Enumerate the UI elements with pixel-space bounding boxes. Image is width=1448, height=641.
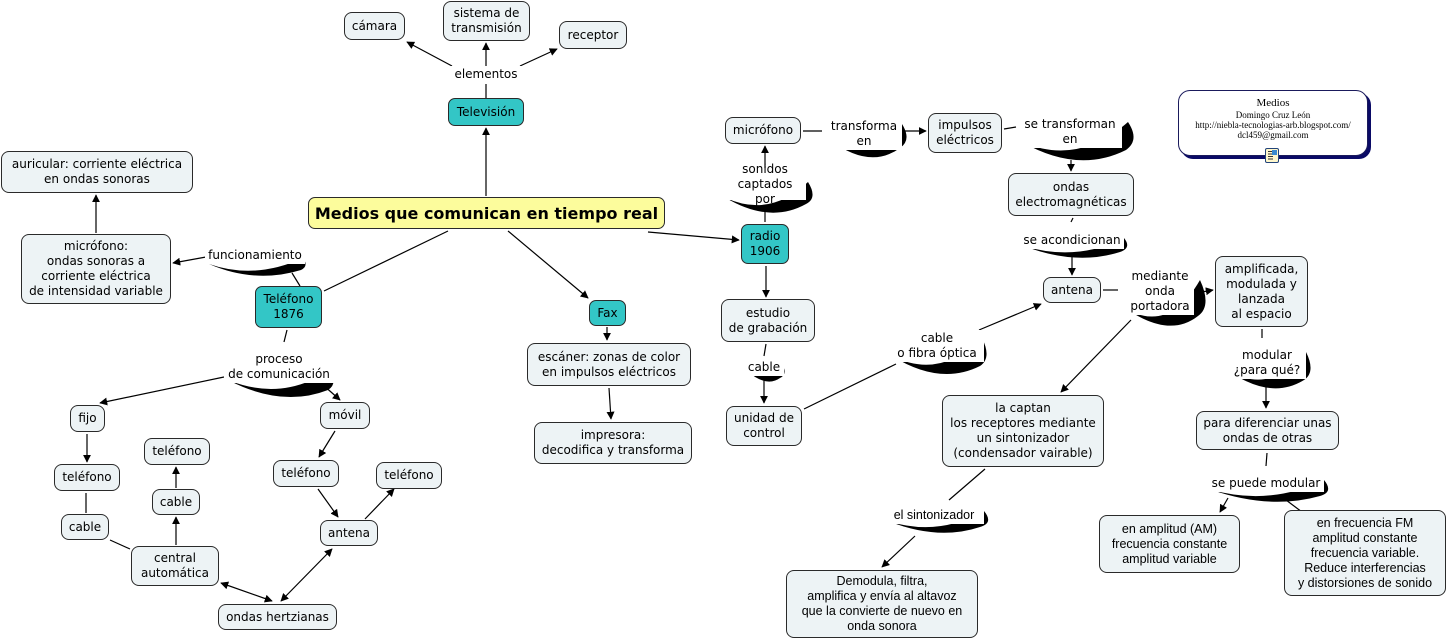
edge-cablefibra-antena bbox=[978, 303, 1042, 331]
concept-receptor[interactable]: receptor bbox=[559, 21, 627, 49]
edge-elementos-receptor bbox=[519, 48, 558, 67]
concept-amplitud-am[interactable]: en amplitud (AM) frecuencia constante am… bbox=[1099, 515, 1240, 573]
concept-microfono-radio[interactable]: micrófono bbox=[725, 117, 801, 144]
concept-antena-radio[interactable]: antena bbox=[1043, 277, 1101, 303]
concept-amplificada[interactable]: amplificada, modulada y lanzada al espac… bbox=[1215, 256, 1308, 327]
edge-main-fax bbox=[507, 230, 589, 299]
main-concept[interactable]: Medios que comunican en tiempo real bbox=[308, 197, 665, 229]
edge-escaner-impresora bbox=[606, 387, 615, 420]
concept-telefono-movil[interactable]: teléfono bbox=[273, 460, 339, 487]
concept-la-captan[interactable]: la captan los receptores mediante un sin… bbox=[942, 395, 1104, 467]
info-url[interactable]: http://niebla-tecnologias-arb.blogspot.c… bbox=[1195, 120, 1351, 130]
edge-telefono-funcionamiento bbox=[291, 272, 301, 287]
edge-main-telefono bbox=[323, 230, 449, 292]
edge-diferenciar-sepuede bbox=[1265, 452, 1268, 467]
concept-telefono-1876[interactable]: Teléfono 1876 bbox=[255, 286, 322, 328]
edge-proceso-movil bbox=[321, 383, 341, 401]
concept-ondas-electromagneticas[interactable]: ondas electromagnéticas bbox=[1008, 173, 1134, 216]
edge-proceso-fijo bbox=[99, 376, 225, 406]
edge-mediante-amplificada bbox=[1195, 287, 1214, 296]
link-se-transforman-en[interactable]: se transforman en bbox=[1018, 116, 1122, 148]
link-cable-fibra-optica[interactable]: cable o fibra óptica bbox=[890, 330, 984, 362]
link-proceso-comunicacion[interactable]: proceso de comunicación bbox=[224, 351, 334, 383]
concept-auricular[interactable]: auricular: corriente eléctrica en ondas … bbox=[1, 151, 193, 193]
link-sonidos-captados[interactable]: sonidos captados por bbox=[724, 162, 806, 206]
concept-telefono-antena[interactable]: teléfono bbox=[376, 462, 442, 489]
edge-telefono-proceso bbox=[283, 329, 288, 343]
concept-estudio-grabacion[interactable]: estudio de grabación bbox=[721, 299, 815, 342]
link-transforma-en[interactable]: transforma en bbox=[826, 118, 902, 150]
concept-telefono-fijo[interactable]: teléfono bbox=[54, 464, 120, 491]
concept-unidad-control[interactable]: unidad de control bbox=[726, 406, 802, 446]
edge-impulsos-setransforman bbox=[1003, 126, 1017, 130]
concept-sistema-transmision[interactable]: sistema de transmisión bbox=[443, 1, 530, 41]
edge-main-radio bbox=[647, 231, 740, 244]
link-el-sintonizador[interactable]: el sintonizador bbox=[884, 507, 984, 524]
concept-fax[interactable]: Fax bbox=[589, 300, 626, 326]
edge-cable-central bbox=[109, 539, 131, 550]
concept-television[interactable]: Televisión bbox=[448, 98, 524, 126]
edge-central-ondas bbox=[220, 581, 273, 603]
concept-movil[interactable]: móvil bbox=[320, 402, 370, 429]
concept-antena-movil[interactable]: antena bbox=[320, 520, 378, 546]
concept-ondas-hertzianas[interactable]: ondas hertzianas bbox=[218, 604, 337, 630]
edge-ondas-acondicionan bbox=[1070, 217, 1074, 223]
edge-estudio-cable bbox=[763, 343, 767, 357]
link-modular-para-que[interactable]: modular ¿para qué? bbox=[1228, 347, 1306, 379]
concept-radio-1906[interactable]: radio 1906 bbox=[741, 224, 789, 264]
concept-impulsos-electricos[interactable]: impulsos eléctricos bbox=[928, 113, 1002, 153]
edge-sintonizador-demodula bbox=[881, 535, 916, 568]
info-author: Domingo Cruz León bbox=[1235, 110, 1311, 120]
resource-document-icon[interactable] bbox=[1265, 148, 1279, 163]
edge-funcionamiento-microfono bbox=[172, 256, 207, 266]
concept-demodula[interactable]: Demodula, filtra, amplifica y envía al a… bbox=[786, 570, 978, 638]
concept-central-automatica[interactable]: central automática bbox=[131, 546, 219, 586]
info-email[interactable]: dcl459@gmail.com bbox=[1237, 130, 1309, 140]
info-title: Medios bbox=[1256, 97, 1290, 109]
link-se-puede-modular[interactable]: se puede modular bbox=[1208, 475, 1324, 492]
edge-antena-ondas bbox=[280, 548, 333, 602]
info-card: Medios Domingo Cruz León http://niebla-t… bbox=[1178, 90, 1368, 156]
concept-diferenciar[interactable]: para diferenciar unas ondas de otras bbox=[1196, 411, 1339, 450]
link-se-acondicionan[interactable]: se acondicionan bbox=[1020, 232, 1124, 249]
edge-mediante-lacaptan bbox=[1060, 319, 1132, 393]
edge-elementos-camara bbox=[406, 41, 453, 67]
edge-unidad-cablefibra bbox=[803, 363, 897, 410]
link-mediante-onda-portadora[interactable]: mediante onda portadora bbox=[1126, 268, 1194, 315]
edge-antena-telefono bbox=[364, 488, 395, 520]
edge-sepuede-am bbox=[1219, 497, 1229, 513]
edge-telefono-antena bbox=[317, 488, 339, 518]
link-elementos[interactable]: elementos bbox=[450, 66, 522, 83]
edge-movil-telefono bbox=[318, 430, 336, 458]
link-cable[interactable]: cable bbox=[744, 359, 784, 376]
concept-camara[interactable]: cámara bbox=[344, 12, 405, 40]
concept-cable-fijo[interactable]: cable bbox=[61, 514, 109, 540]
concept-telefono-central[interactable]: teléfono bbox=[144, 438, 210, 465]
concept-microfono-telefono[interactable]: micrófono: ondas sonoras a corriente elé… bbox=[21, 234, 171, 304]
concept-impresora[interactable]: impresora: decodifica y transforma bbox=[534, 422, 692, 464]
concept-frecuencia-fm[interactable]: en frecuencia FM amplitud constante frec… bbox=[1284, 510, 1446, 596]
link-funcionamiento[interactable]: funcionamiento bbox=[205, 247, 305, 264]
concept-fijo[interactable]: fijo bbox=[70, 405, 105, 432]
concept-cable-central[interactable]: cable bbox=[152, 489, 200, 515]
concept-escaner[interactable]: escáner: zonas de color en impulsos eléc… bbox=[527, 343, 691, 386]
edge-lacaptan-sintonizador bbox=[948, 468, 986, 501]
